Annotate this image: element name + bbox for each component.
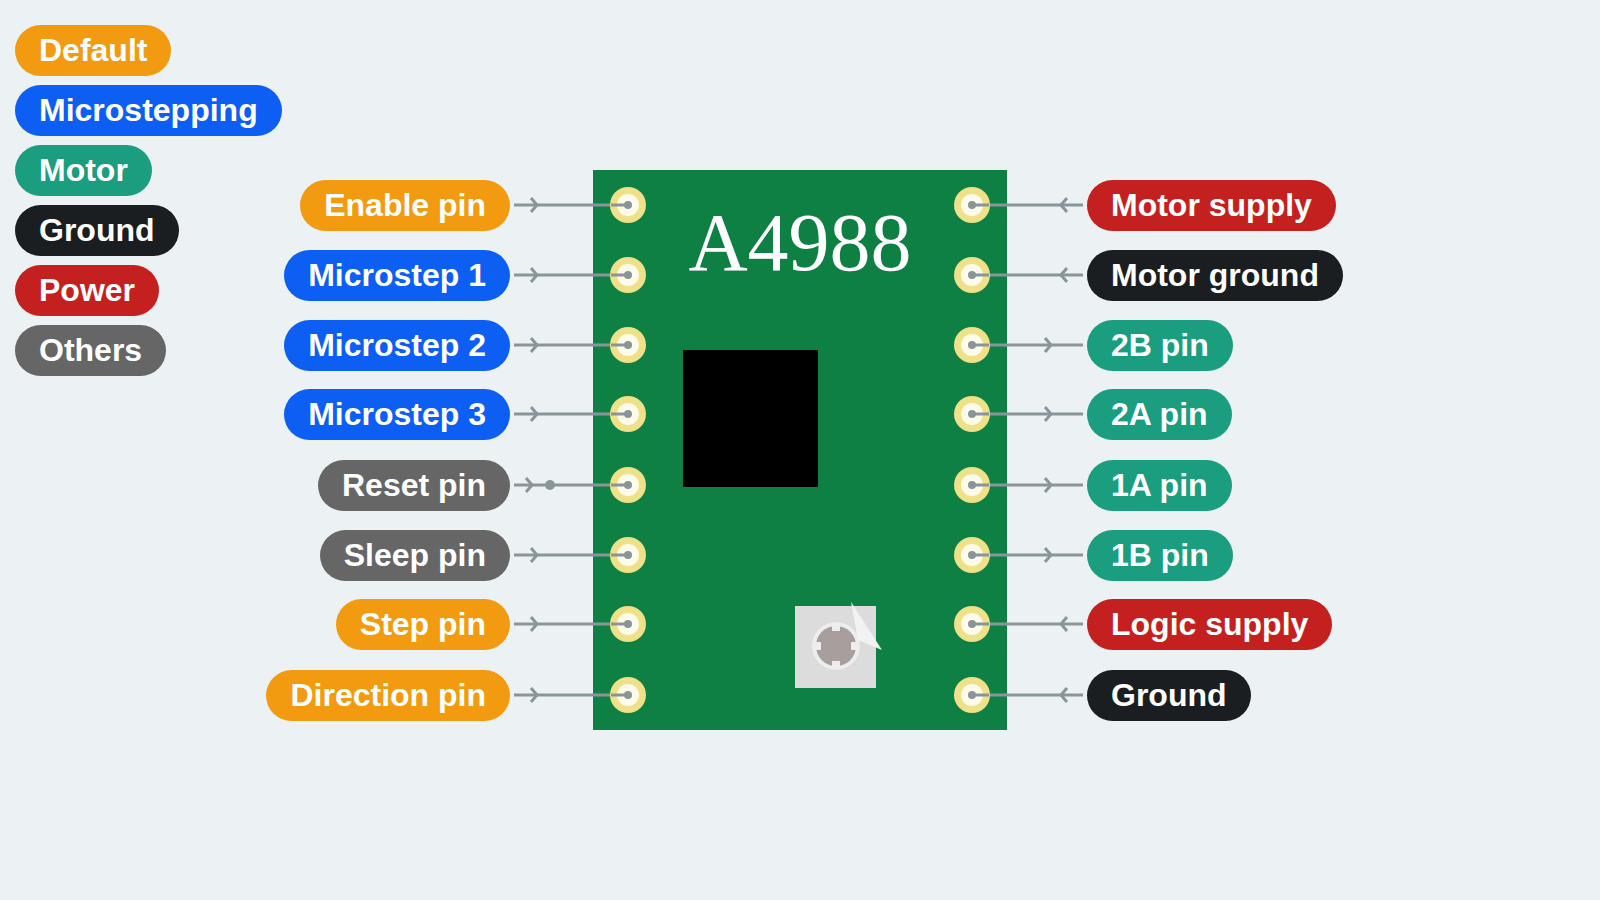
pin-name: Direction pin	[290, 677, 486, 714]
pin-label: Enable pin	[300, 180, 510, 231]
board-title: A4988	[593, 202, 1007, 284]
pin-name: Reset pin	[342, 467, 486, 504]
legend-swatch: Motor	[15, 145, 152, 196]
legend-text: Others	[39, 332, 142, 369]
pin-name: 1A pin	[1111, 467, 1208, 504]
pin-label: Microstep 1	[284, 250, 510, 301]
legend-swatch: Others	[15, 325, 166, 376]
pin-label: 1B pin	[1087, 530, 1233, 581]
pin-name: Motor ground	[1111, 257, 1319, 294]
legend-text: Power	[39, 272, 135, 309]
legend-swatch: Power	[15, 265, 159, 316]
pin-label: Direction pin	[266, 670, 510, 721]
leader-lines	[514, 198, 1083, 702]
pin-label: Motor supply	[1087, 180, 1336, 231]
legend-swatch: Ground	[15, 205, 179, 256]
pin-name: 1B pin	[1111, 537, 1209, 574]
pin-name: Logic supply	[1111, 606, 1308, 643]
pin-name: Microstep 3	[308, 396, 486, 433]
driver-board: A4988	[593, 170, 1007, 730]
reset-dot	[545, 480, 555, 490]
pcb	[593, 170, 1007, 730]
pin-label: Ground	[1087, 670, 1251, 721]
pin-name: Enable pin	[324, 187, 486, 224]
pin-label: Microstep 3	[284, 389, 510, 440]
legend-text: Motor	[39, 152, 128, 189]
pin-name: Sleep pin	[344, 537, 486, 574]
pin-name: Step pin	[360, 606, 486, 643]
pin-name: Microstep 2	[308, 327, 486, 364]
pin-label: Motor ground	[1087, 250, 1343, 301]
pin-label: Reset pin	[318, 460, 510, 511]
pin-name: Motor supply	[1111, 187, 1312, 224]
pin-name: 2B pin	[1111, 327, 1209, 364]
pin-label: 2B pin	[1087, 320, 1233, 371]
legend-text: Ground	[39, 212, 155, 249]
pin-label: Sleep pin	[320, 530, 510, 581]
potentiometer	[795, 602, 882, 688]
pin-name: Ground	[1111, 677, 1227, 714]
pin-label: 2A pin	[1087, 389, 1232, 440]
pin-label: Logic supply	[1087, 599, 1332, 650]
pin-label: Microstep 2	[284, 320, 510, 371]
legend-text: Default	[39, 32, 147, 69]
legend-swatch: Default	[15, 25, 171, 76]
legend-swatch: Microstepping	[15, 85, 282, 136]
pin-label: 1A pin	[1087, 460, 1232, 511]
driver-chip	[683, 350, 818, 487]
pin-name: 2A pin	[1111, 396, 1208, 433]
pin-name: Microstep 1	[308, 257, 486, 294]
pin-label: Step pin	[336, 599, 510, 650]
legend-text: Microstepping	[39, 92, 258, 129]
